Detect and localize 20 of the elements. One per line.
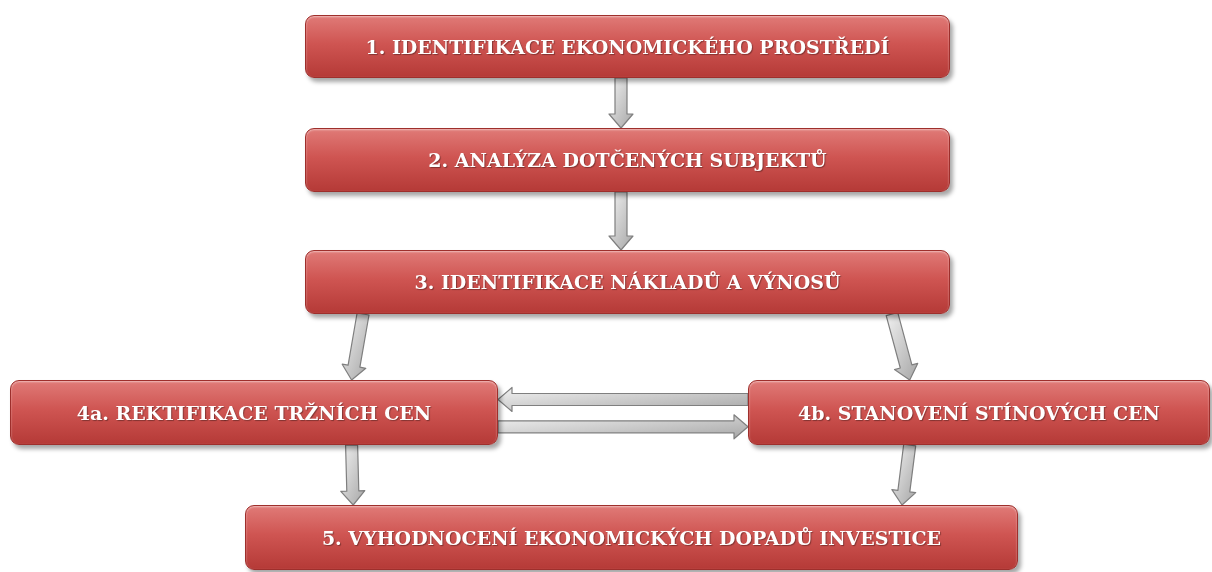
- step-label: 2. ANALÝZA DOTČENÝCH SUBJEKTŮ: [428, 149, 827, 171]
- step-label: 3. IDENTIFIKACE NÁKLADŮ A VÝNOSŮ: [414, 271, 841, 293]
- block-arrow: [497, 386, 749, 413]
- process-box: [305, 250, 950, 314]
- block-arrow: [608, 191, 634, 251]
- process-box: [10, 380, 498, 445]
- block-arrow: [885, 311, 919, 381]
- process-box: [748, 380, 1210, 445]
- process-box: [305, 15, 950, 78]
- block-arrow: [891, 443, 917, 506]
- block-arrow: [497, 414, 749, 440]
- process-box: [305, 128, 950, 192]
- step-label: 4a. REKTIFIKACE TRŽNÍCH CEN: [76, 401, 432, 424]
- block-arrow: [608, 77, 634, 129]
- block-arrow: [340, 444, 366, 506]
- process-box: [245, 505, 1018, 570]
- step-label: 1. IDENTIFIKACE EKONOMICKÉHO PROSTŘEDÍ: [365, 35, 890, 58]
- block-arrow: [341, 312, 370, 381]
- step-label: 5. VYHODNOCENÍ EKONOMICKÝCH DOPADŮ INVESTICE: [321, 526, 942, 549]
- step-label: 4b. STANOVENÍ STÍNOVÝCH CEN: [798, 401, 1160, 424]
